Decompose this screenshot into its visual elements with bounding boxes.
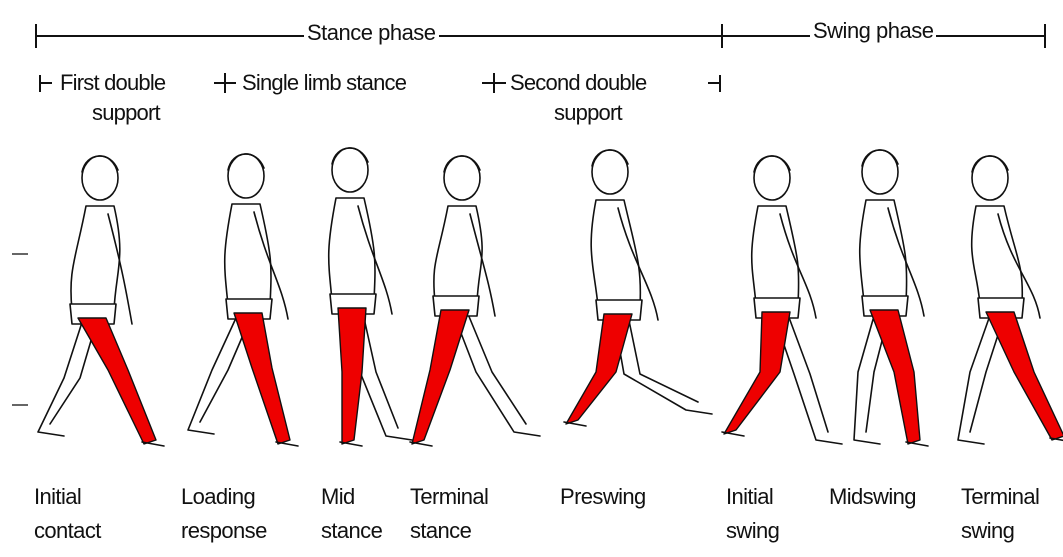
phase-terminal-swing: Terminal swing: [961, 484, 1039, 544]
phase-initial-swing: Initial swing: [726, 484, 779, 544]
torso: [434, 206, 482, 302]
child-figure: [188, 154, 298, 446]
phase-line2: swing: [961, 518, 1039, 544]
child-figure: [722, 156, 842, 444]
torso: [860, 200, 907, 302]
swing-phase-label: Swing phase: [810, 20, 936, 42]
torso: [329, 198, 375, 300]
single-limb-stance-label: Single limb stance: [242, 72, 406, 94]
phase-line1: Initial: [726, 484, 779, 510]
highlighted-leg: [338, 308, 366, 444]
first-double-support-label-line2: support: [92, 102, 160, 124]
phase-line1: Mid: [321, 484, 382, 510]
torso: [972, 206, 1023, 304]
phase-line2: response: [181, 518, 267, 544]
torso: [225, 204, 271, 305]
first-double-support-label: First double: [60, 72, 165, 94]
phase-line1: Midswing: [829, 484, 916, 510]
phase-midswing: Midswing: [829, 484, 916, 510]
phase-line2: contact: [34, 518, 101, 544]
highlighted-leg: [870, 310, 920, 444]
highlighted-leg: [78, 318, 156, 444]
phase-terminal-stance: Terminal stance: [410, 484, 488, 544]
phase-line2: stance: [321, 518, 382, 544]
child-figure: [38, 156, 164, 446]
child-figure: [854, 150, 928, 446]
second-double-support-label-line2: support: [554, 102, 622, 124]
highlighted-leg: [724, 312, 790, 434]
child-figure: [958, 156, 1063, 444]
second-double-support-label: Second double: [510, 72, 646, 94]
phase-line1: Loading: [181, 484, 267, 510]
child-figure: [564, 150, 712, 426]
phase-line1: Preswing: [560, 484, 646, 510]
torso: [71, 206, 120, 310]
figures: [38, 148, 1063, 446]
phase-mid-stance: Mid stance: [321, 484, 382, 544]
child-figure: [410, 156, 540, 446]
highlighted-leg: [566, 314, 632, 424]
highlighted-leg: [234, 313, 290, 444]
phase-preswing: Preswing: [560, 484, 646, 510]
phase-line2: swing: [726, 518, 779, 544]
child-figure: [329, 148, 412, 446]
phase-line1: Terminal: [961, 484, 1039, 510]
phase-line1: Terminal: [410, 484, 488, 510]
highlighted-leg: [412, 310, 469, 444]
phase-initial-contact: Initial contact: [34, 484, 101, 544]
stance-phase-label: Stance phase: [304, 22, 439, 44]
highlighted-leg: [986, 312, 1063, 440]
phase-line1: Initial: [34, 484, 101, 510]
phase-line2: stance: [410, 518, 488, 544]
phase-loading-response: Loading response: [181, 484, 267, 544]
torso: [752, 206, 799, 304]
